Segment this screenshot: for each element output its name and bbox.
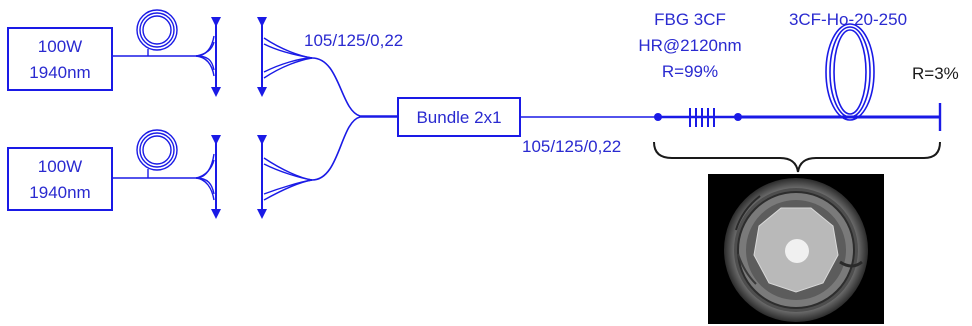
fiber-cross-section-image	[708, 174, 884, 324]
active-fiber-label: 3CF-Ho-20-250	[789, 10, 907, 29]
fiber-label-bottom: 105/125/0,22	[522, 137, 621, 156]
fiber-core	[785, 239, 809, 263]
output-reflectance-label: R=3%	[912, 64, 959, 83]
fbg-grating	[689, 108, 715, 127]
fan-in-2	[263, 157, 313, 201]
combiner-box	[397, 97, 521, 137]
active-fiber-coil	[825, 23, 875, 121]
source-1-power: 100W	[38, 37, 82, 56]
fan-out-2a	[195, 153, 215, 201]
combiner-label: Bundle 2x1	[416, 108, 501, 127]
fbg-label-line1: FBG 3CF	[654, 10, 726, 29]
fbg-label-line2: HR@2120nm	[638, 36, 741, 55]
source-2-box	[7, 147, 113, 211]
fiber-label-top: 105/125/0,22	[304, 31, 403, 50]
fan-in-1	[263, 37, 313, 79]
source-1: 100W 1940nm	[7, 27, 113, 91]
source-2-wavelength: 1940nm	[29, 183, 90, 202]
fiber-coil-1	[112, 9, 196, 57]
fiber-section-brace	[653, 141, 941, 173]
source-1-wavelength: 1940nm	[29, 63, 90, 82]
source-2: 100W 1940nm	[7, 147, 113, 211]
fbg-label-line3: R=99%	[662, 62, 718, 81]
fan-out-1a	[195, 35, 215, 77]
fiber-coil-2	[112, 129, 196, 179]
source-2-power: 100W	[38, 157, 82, 176]
fibers-to-combiner	[311, 57, 398, 181]
source-1-box	[7, 27, 113, 91]
